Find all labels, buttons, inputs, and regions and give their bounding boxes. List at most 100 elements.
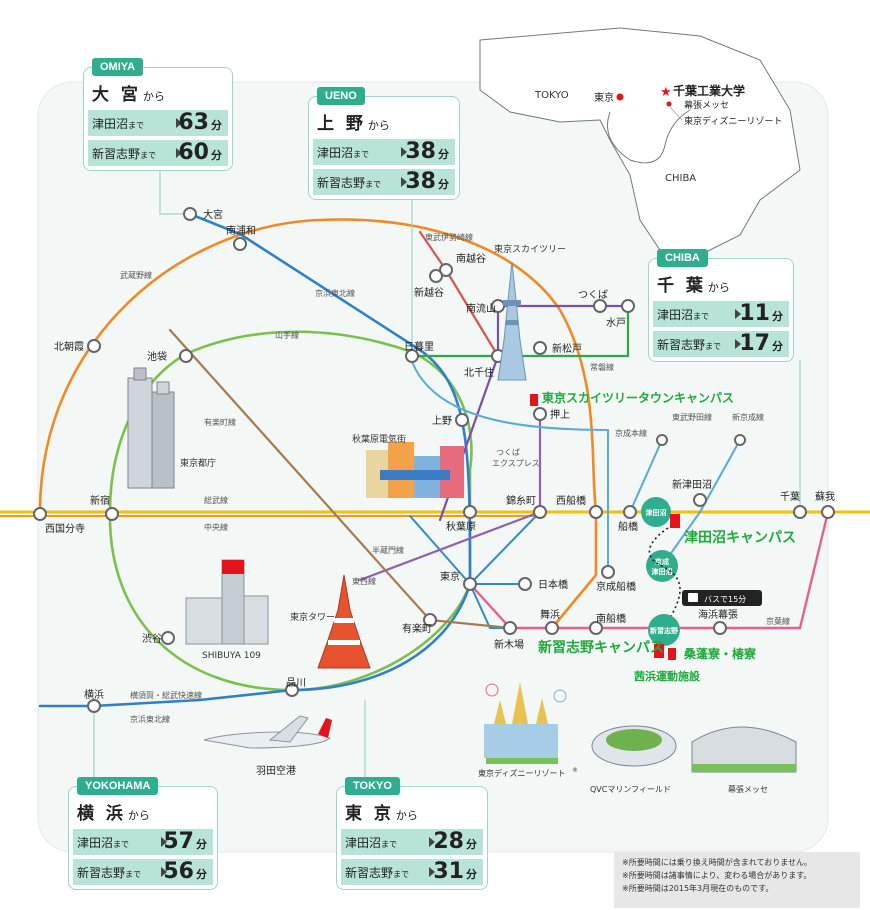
tokyo-tower-label: 東京タワー [290,611,335,623]
station-shin-matsudo [533,341,547,355]
city-tokyo: 東 京から [345,804,418,824]
city-omiya: 大 宮から [92,85,165,105]
keiyo-line [468,510,830,630]
station-label-haneda: 羽田空港 [256,764,296,777]
keisei-line [409,355,609,576]
skytree-campus-marker [530,394,538,406]
arrow-icon [429,837,435,847]
line-labels: 武蔵野線 京浜東北線 山手線 有楽町線 総武線 中央線 半蔵門線 東西線 東武伊… [120,232,790,724]
tag-tokyo: TOKYO [345,777,400,795]
station-nihombashi [518,577,532,591]
station-label-nihombashi: 日本橋 [538,578,568,591]
station-label-shin-tsudanuma: 新津田沼 [672,478,712,491]
station-label-minami-funabashi: 南船橋 [596,612,626,625]
station-shinagawa [285,683,299,697]
label-yurakucho: 有楽町線 [204,417,236,427]
tocho-label: 東京都庁 [180,457,216,469]
station-shin-keisei-end [734,434,746,446]
station-label-akihabara: 秋葉原 [446,520,476,533]
tsukuba-express-line [438,304,630,522]
station-kaihin-makuhari [713,621,727,635]
station-label-kita-senju: 北千住 [464,366,494,379]
station-label-soga: 蘇我 [815,490,835,503]
disney-illustration [484,682,567,764]
disney-reg: ® [572,767,578,774]
station-minami-funabashi [589,621,603,635]
station-label-chiba: 千葉 [780,490,800,503]
label-keihin-tohoku-2: 京浜東北線 [130,714,170,724]
note-line: ※所要時間には乗り換え時間が含まれておりません。 [622,858,812,867]
station-akihabara [463,505,477,519]
label-hanzomon: 半蔵門線 [372,545,404,555]
station-soga [821,505,835,519]
arrow-icon [161,867,167,877]
akihabara-illustration [366,442,464,498]
shin-narashino-campus-label: 新習志野キャンパス [538,639,664,656]
shin-narashino-badge [648,614,680,646]
station-tokyo [463,577,477,591]
station-label-yurakucho: 有楽町 [402,622,432,635]
station-label-minami-nagareyama: 南流山 [466,302,496,315]
station-label-maihama: 舞浜 [540,609,560,621]
station-label-shinagawa: 品川 [286,677,306,689]
station-kita-asaka [87,339,101,353]
tsudanuma-campus-marker [670,514,680,528]
station-label-tokyo: 東京 [440,570,460,583]
arrow-icon [735,309,741,319]
station-label-yokohama: 横浜 [84,688,104,701]
inset-university-label: 千葉工業大学 [673,83,745,98]
inset-tokyo-region: TOKYO [534,90,569,101]
campus-walk-dotted [648,527,681,623]
label-yamanote: 山手線 [275,330,299,340]
station-label-kaihin-makuhari: 海浜幕張 [698,608,738,621]
station-omiya [183,207,197,221]
label-keisei: 京成本線 [615,428,647,438]
label-tobu: 東武伊勢崎線 [425,232,473,242]
station-shin-tsudanuma [693,493,707,507]
shibuya109-illustration [185,559,269,645]
station-minami-koshigaya [439,263,453,277]
inset-messe-label: 幕張メッセ [684,99,729,111]
station-shin-koshigaya [429,269,443,283]
messe-label: 幕張メッセ [728,784,768,794]
landmarks: 東京スカイツリー 東京都庁 秋葉原電気街 SHIBUYA 109 [127,243,797,794]
station-label-shinjuku: 新宿 [90,494,110,507]
label-shin-keisei: 新京成線 [732,412,764,422]
qvc-illustration [591,725,677,767]
station-maihama [545,621,559,635]
keisei-tsudanuma-badge-label-1: 京成 [655,557,669,566]
bus-badge: バスで15分 [682,590,762,606]
label-tsukuba2: エクスプレス [492,459,540,468]
shin-keisei-line [661,439,741,567]
station-label-nishi-funabashi: 西船橋 [556,494,586,507]
airplane-illustration [203,715,332,749]
station-label-ueno: 上野 [432,415,452,427]
station-label-shibuya: 渋谷 [142,632,162,645]
station-funabashi [623,505,637,519]
station-oshiage [533,407,547,421]
station-label-shin-matsudo: 新松戸 [552,342,582,355]
arrow-icon [161,837,167,847]
shin-narashino-badge-label: 新習志野 [650,626,678,635]
station-keisei-funabashi [601,565,615,579]
tocho-illustration [127,367,175,489]
label-keiyo: 京葉線 [766,616,790,626]
arrow-icon [429,867,435,877]
label-sobu: 総武線 [204,495,228,505]
station-toyo-end [656,434,668,446]
station-ikebukuro [179,349,193,363]
inset-tokyo-dot [616,93,624,101]
skytree-illustration [497,261,527,381]
arrow-icon [735,339,741,349]
akihabara-label: 秋葉原電気街 [352,433,406,445]
arrow-icon [176,118,182,128]
skytree-campus-label: 東京スカイツリータウンキャンパス [542,390,734,405]
station-label-tsukuba: つくば [578,289,608,301]
